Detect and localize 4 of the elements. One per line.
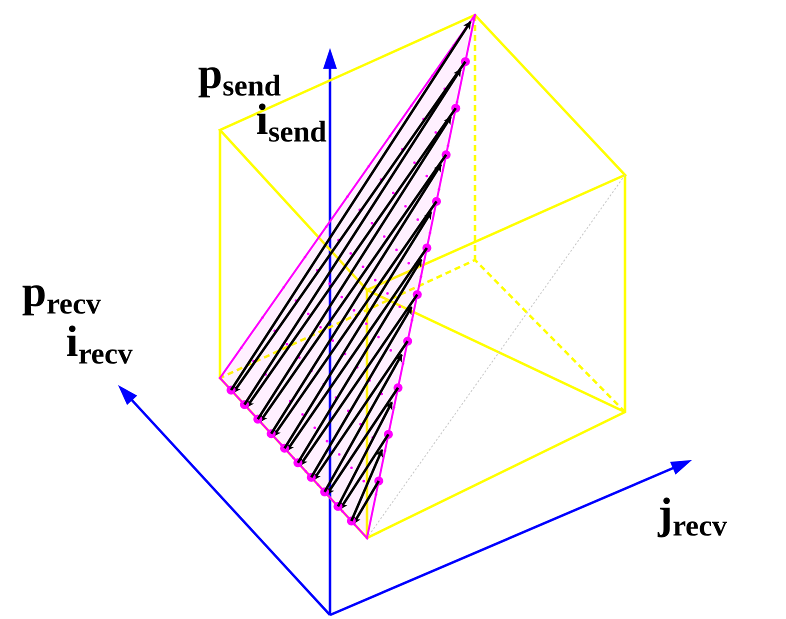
axis-label: j$_{recv}$ [658, 492, 728, 542]
axis-label: p$_{send}$ [198, 52, 281, 102]
axis-label: i$_{recv}$ [66, 320, 133, 370]
axis-label: p$_{recv}$ [22, 270, 101, 320]
